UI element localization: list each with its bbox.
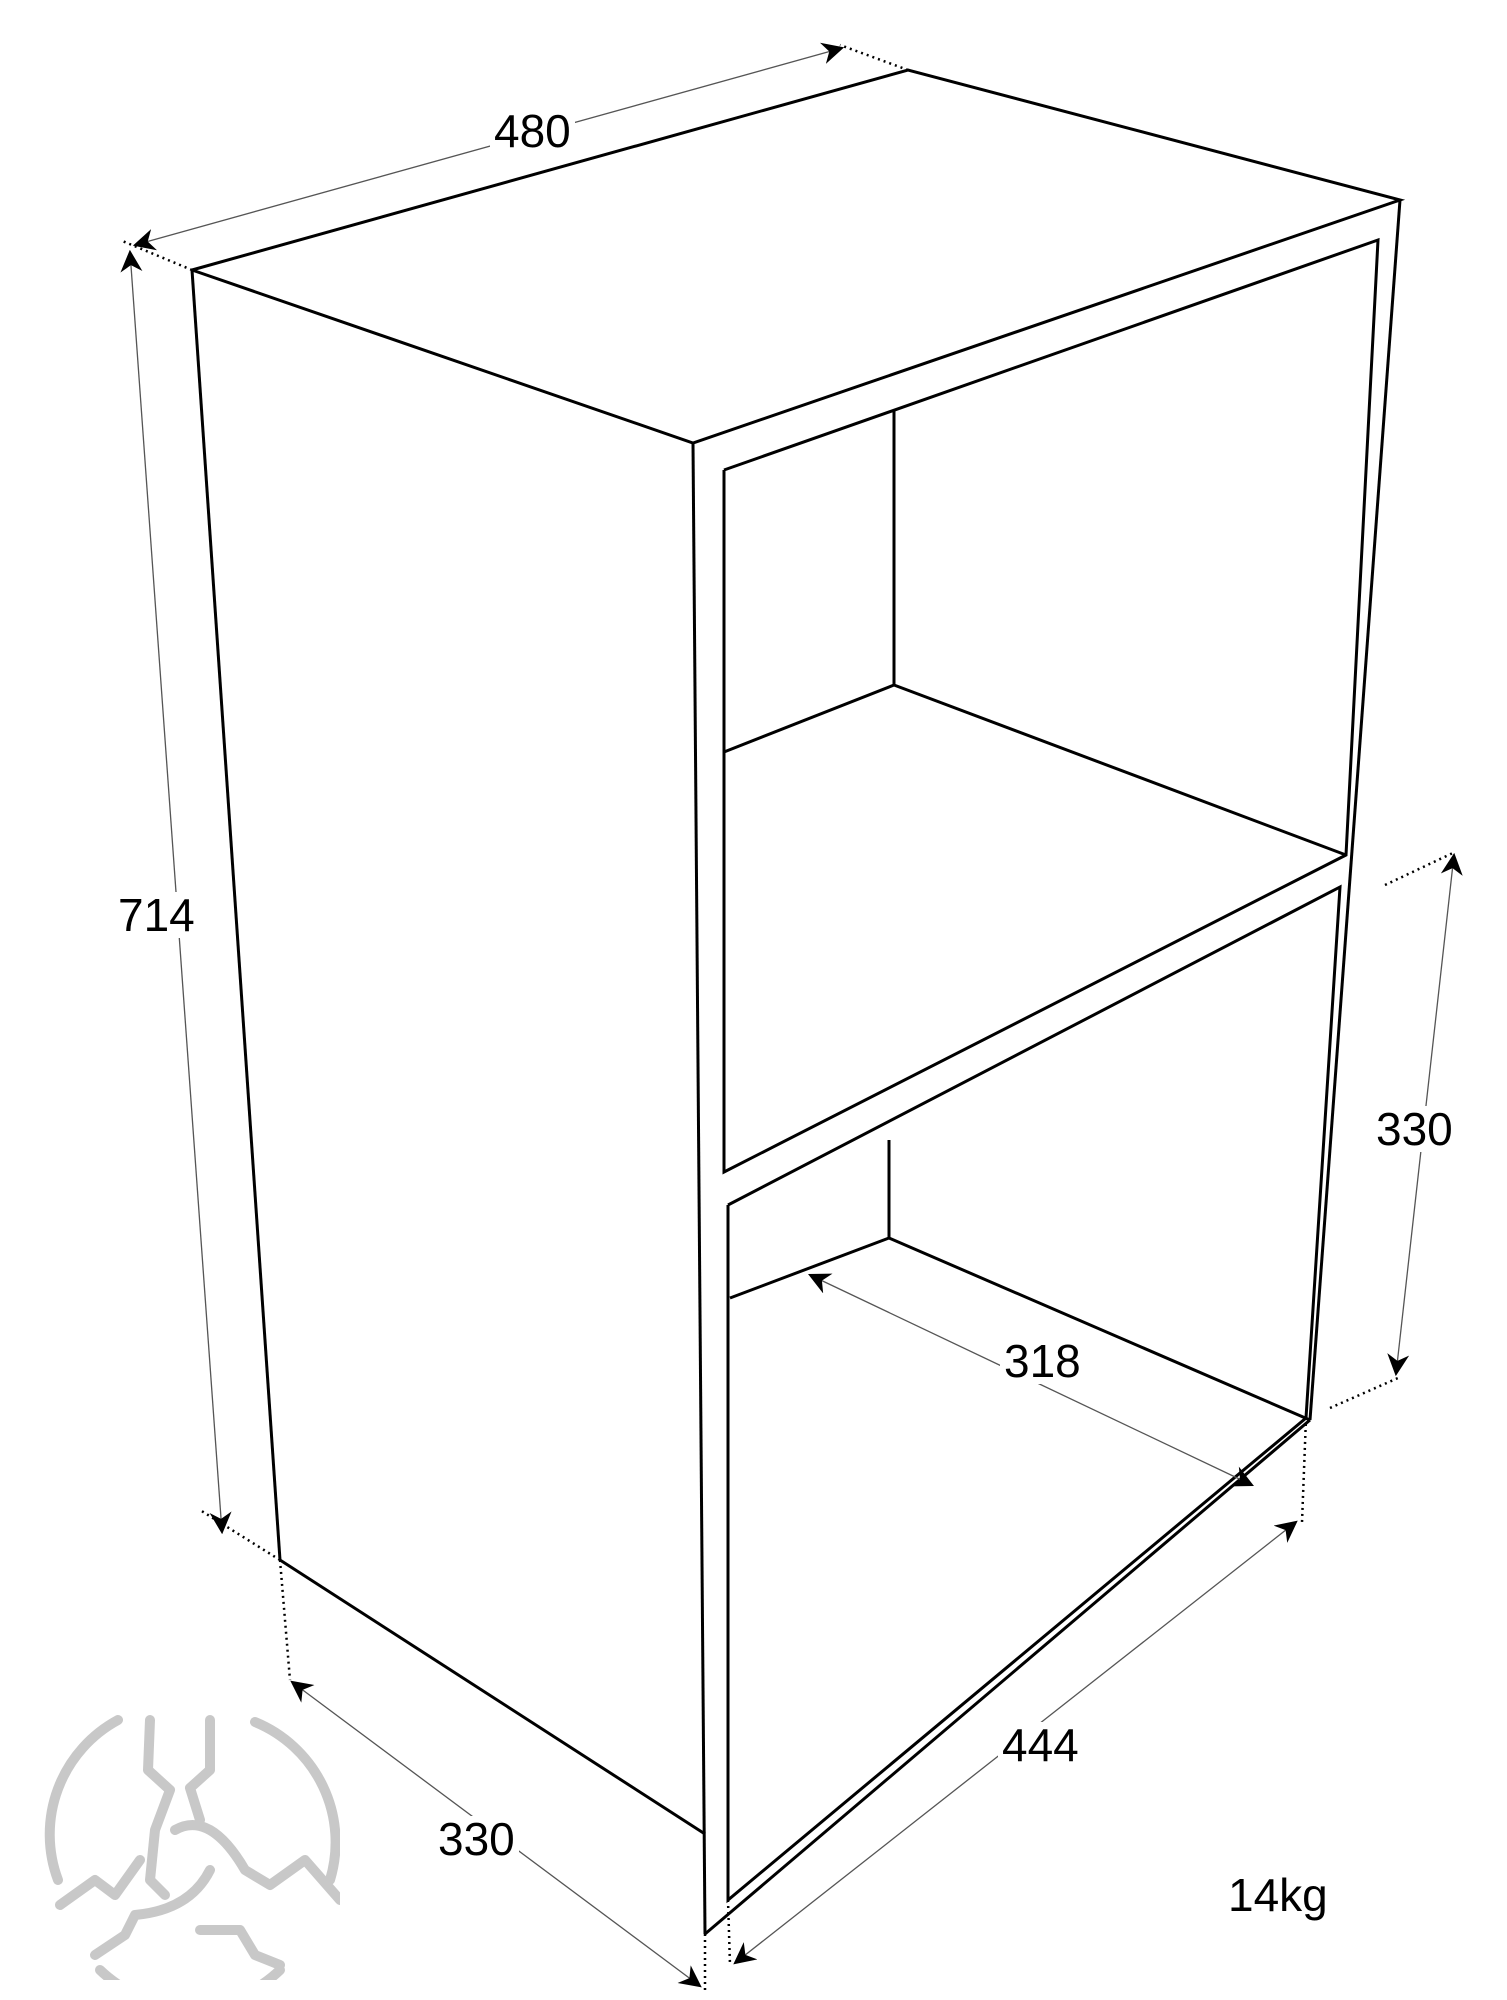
dim-480: [119, 42, 909, 272]
cabinet-outline: [190, 68, 1406, 1936]
dim-label-330-depth: 330: [434, 1816, 519, 1862]
dim-330-depth: [278, 1559, 707, 1990]
dim-label-480: 480: [490, 108, 575, 154]
dim-label-318: 318: [1000, 1338, 1085, 1384]
dim-label-444: 444: [998, 1722, 1083, 1768]
weight-label: 14kg: [1224, 1872, 1332, 1918]
dim-444: [726, 1417, 1308, 1966]
triskelion-logo-icon: [44, 1715, 340, 1980]
dim-label-330-compartment: 330: [1372, 1106, 1457, 1152]
dim-label-714: 714: [114, 892, 199, 938]
top-compartment: [722, 237, 1380, 1175]
